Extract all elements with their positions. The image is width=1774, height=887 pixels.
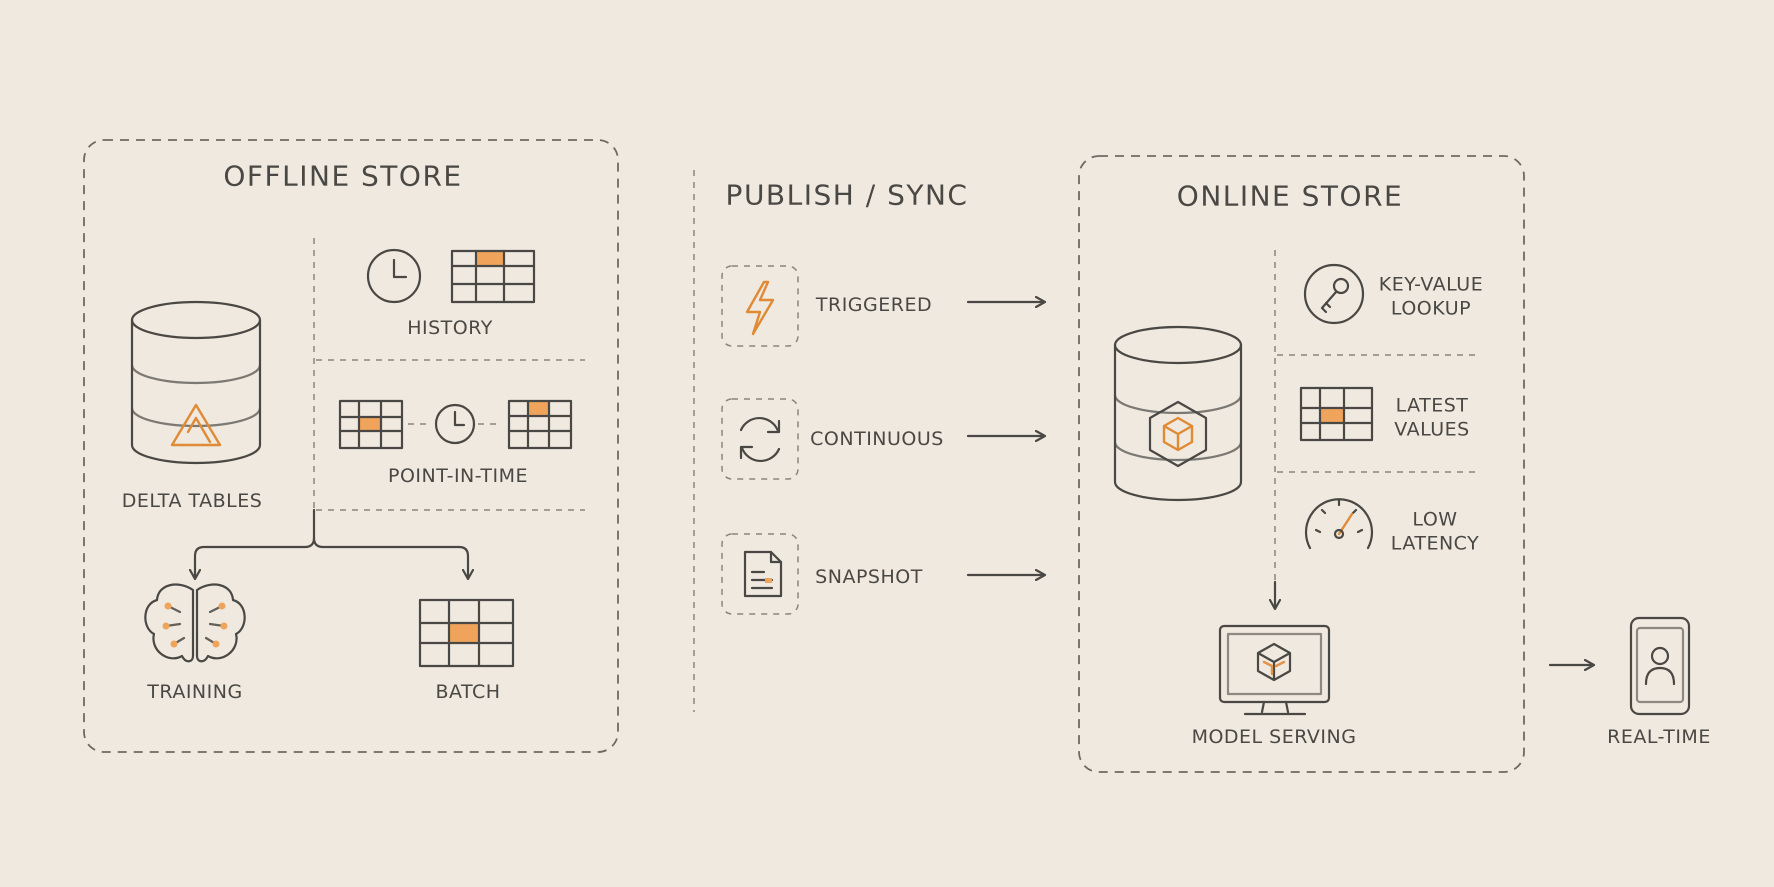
low-latency-label: LOW LATENCY (1390, 508, 1480, 554)
monitor-icon (1218, 624, 1331, 716)
phone-icon (1629, 616, 1691, 716)
database-icon (1113, 325, 1243, 502)
clock-icon (366, 248, 422, 304)
triggered-label: TRIGGERED (815, 294, 933, 317)
sync-icon (739, 417, 781, 462)
key-icon (1303, 263, 1365, 325)
offline-store-title: OFFLINE STORE (223, 159, 463, 193)
publish-sync-title: PUBLISH / SYNC (725, 178, 969, 212)
branch-arrows (195, 508, 468, 578)
online-store-title: ONLINE STORE (1176, 179, 1404, 213)
snapshot-icon-box (721, 533, 799, 615)
latest-values-label: LATEST VALUES (1394, 394, 1470, 440)
table-icon (450, 249, 536, 304)
real-time-label: REAL-TIME (1607, 726, 1711, 749)
batch-label: BATCH (435, 681, 501, 704)
model-serving-label: MODEL SERVING (1191, 726, 1357, 749)
cube-logo-icon (1148, 400, 1208, 468)
brain-icon (144, 583, 246, 663)
continuous-label: CONTINUOUS (810, 428, 944, 451)
table-icon (338, 399, 404, 450)
table-icon (418, 598, 515, 668)
point-in-time-label: POINT-IN-TIME (388, 465, 528, 488)
training-label: TRAINING (147, 681, 243, 704)
offline-store-box (83, 139, 619, 753)
online-store-box (1078, 155, 1525, 773)
gauge-icon (1304, 498, 1374, 550)
table-icon (507, 399, 573, 450)
key-value-lookup-label: KEY-VALUE LOOKUP (1378, 273, 1484, 319)
delta-tables-label: DELTA TABLES (121, 490, 263, 513)
history-label: HISTORY (407, 317, 493, 340)
clock-icon (434, 403, 476, 445)
cube-icon (1256, 642, 1292, 682)
delta-logo-icon (170, 403, 222, 447)
triggered-icon-box (721, 265, 799, 347)
database-icon (130, 300, 262, 465)
table-icon (1299, 386, 1374, 442)
continuous-icon-box (721, 398, 799, 480)
document-icon (743, 550, 783, 598)
lightning-icon (745, 280, 775, 336)
snapshot-label: SNAPSHOT (815, 566, 923, 589)
